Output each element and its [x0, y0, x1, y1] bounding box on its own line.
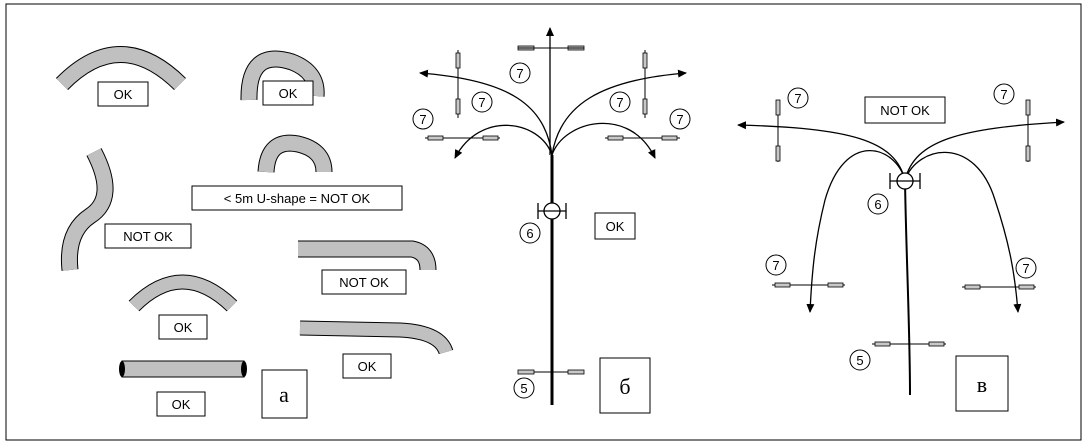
svg-text:7: 7: [676, 112, 683, 127]
callout-7-right-lower: 7: [669, 108, 691, 130]
callout-7-left-upper: 7: [471, 91, 493, 113]
callout-7-top-right-c: 7: [993, 83, 1015, 105]
panel-a-label: а: [279, 382, 289, 407]
pipe-arc-3: [128, 274, 238, 312]
pipe-small-u: [257, 134, 333, 173]
u-shape-box: [191, 185, 403, 211]
callout-7-top: 7: [509, 62, 531, 84]
panel-b-label-box: [599, 357, 651, 414]
pipe-straight: [119, 360, 247, 378]
branch-right-outer-c: [904, 118, 1065, 181]
pipe-arc-1: [55, 46, 186, 91]
ok-box-3: [158, 314, 208, 340]
not-ok-label-hook: NOT OK: [339, 275, 389, 290]
not-ok-box-s: [104, 223, 192, 249]
branch-left-loop-c: [806, 150, 906, 313]
callout-7-low-right-c: 7: [1015, 257, 1037, 279]
pipe-s-curve: [60, 148, 114, 271]
not-ok-label-s: NOT OK: [123, 229, 173, 244]
svg-text:5: 5: [856, 353, 863, 368]
ok-label-2: OK: [279, 86, 298, 101]
pipe-bend-long: [299, 320, 454, 355]
svg-text:7: 7: [516, 66, 523, 81]
branch-right-loop-c: [904, 151, 1022, 313]
ok-box-4: [342, 353, 392, 379]
callout-5: 5: [513, 377, 535, 399]
ok-label-3: OK: [174, 320, 193, 335]
callout-7-low-left-c: 7: [765, 254, 787, 276]
callout-7-top-left-c: 7: [787, 87, 809, 109]
ok-box-2: [262, 80, 314, 106]
trunk-line-c: [904, 179, 911, 396]
fitting-6: [537, 202, 567, 220]
u-shape-label: < 5m U-shape = NOT OK: [224, 191, 371, 206]
branch-left-outer-c: [737, 121, 906, 181]
ok-label-1: OK: [114, 87, 133, 102]
ok-box-5: [156, 391, 206, 417]
panel-c-label: в: [977, 372, 987, 397]
svg-text:7: 7: [772, 258, 779, 273]
branch-right-outer: [551, 69, 687, 156]
svg-text:6: 6: [526, 226, 533, 241]
panel-b: 7 7 7 7 7 6 5 OK б: [412, 27, 691, 414]
callout-6: 6: [519, 222, 541, 244]
svg-text:6: 6: [874, 197, 881, 212]
svg-text:5: 5: [520, 381, 527, 396]
panel-c-status: NOT OK: [880, 103, 930, 118]
panel-c-status-box: [864, 96, 946, 124]
branch-left-outer: [419, 69, 553, 156]
svg-text:7: 7: [1000, 87, 1007, 102]
panel-b-label: б: [619, 374, 630, 399]
panel-b-status-box: [594, 212, 636, 240]
svg-text:7: 7: [1022, 261, 1029, 276]
svg-text:7: 7: [794, 91, 801, 106]
ok-box-1: [97, 81, 149, 107]
panel-a-label-box: [261, 369, 308, 419]
callout-6-c: 6: [867, 193, 889, 215]
not-ok-box-hook: [321, 269, 407, 295]
pipe-hook: [298, 240, 437, 271]
branch-left-inner: [454, 124, 553, 159]
pipe-arc-2: [240, 50, 325, 101]
panel-b-status: OK: [606, 219, 625, 234]
panel-c-label-box: [955, 355, 1009, 412]
callout-5-c: 5: [849, 349, 871, 371]
ok-label-5: OK: [172, 397, 191, 412]
fitting-6-c: [889, 172, 921, 190]
ok-label-4: OK: [358, 359, 377, 374]
outer-frame: [5, 3, 1082, 441]
svg-text:7: 7: [616, 95, 623, 110]
svg-text:7: 7: [419, 112, 426, 127]
branch-right-inner: [551, 122, 656, 159]
callout-7-right-upper: 7: [609, 91, 631, 113]
panel-a: OK OK NOT OK < 5m U-shape = NOT OK NOT O…: [55, 46, 454, 419]
svg-text:7: 7: [478, 95, 485, 110]
callout-7-left-lower: 7: [412, 108, 434, 130]
panel-c: 7 7 7 7 6 5 NOT OK в: [737, 83, 1065, 412]
